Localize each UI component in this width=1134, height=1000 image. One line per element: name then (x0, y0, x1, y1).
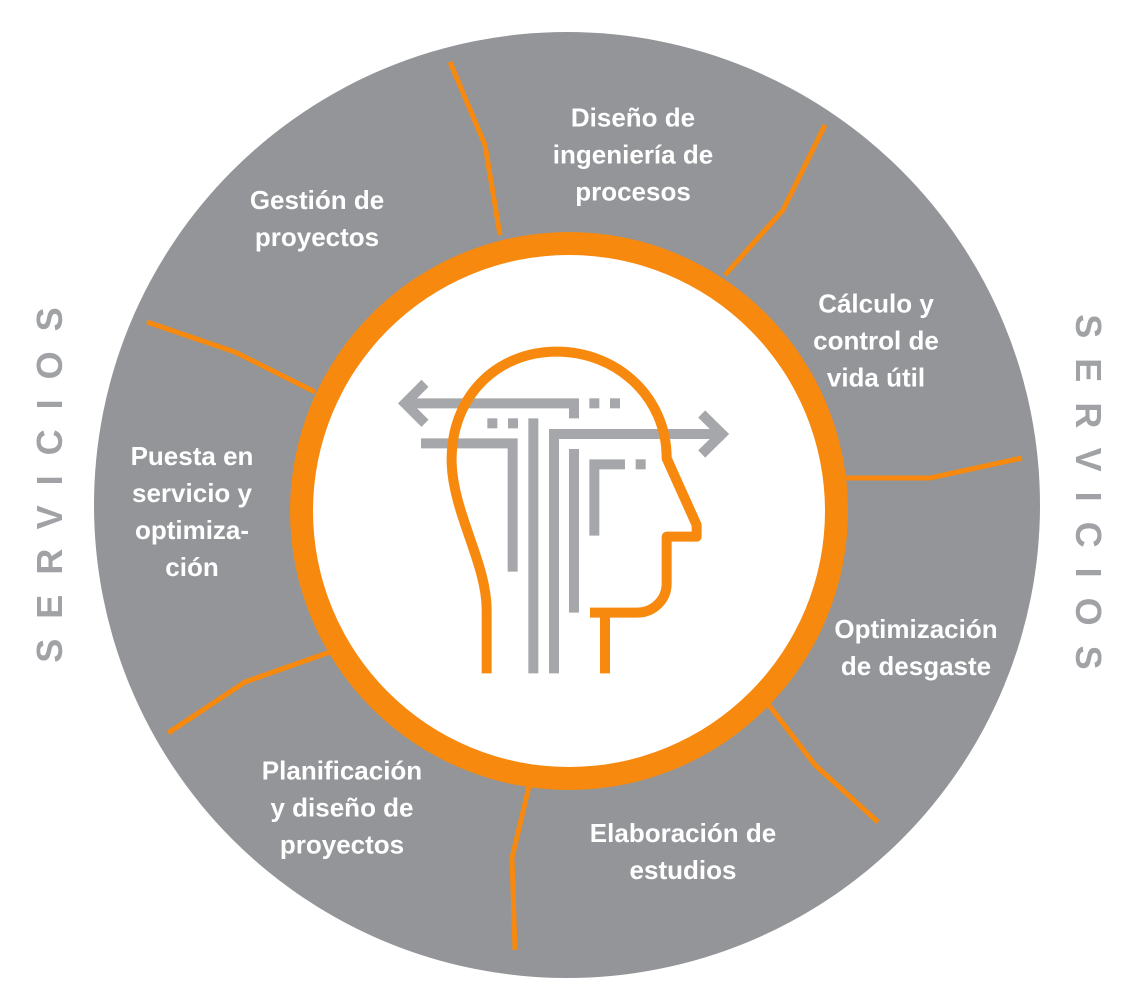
head-with-arrows-icon (397, 346, 730, 674)
divider-line (763, 698, 880, 824)
service-commissioning: Puesta en servicio y optimiza- ción (130, 441, 254, 582)
service-studies: Elaboración de estudios (589, 818, 777, 885)
service-process-engineering: Diseño de ingeniería de procesos (552, 102, 714, 207)
divider-line (146, 319, 317, 395)
service-lifetime-calculation: Cálculo y control de vida útil (813, 288, 939, 393)
divider-line (723, 123, 828, 277)
divider-line (509, 781, 533, 951)
side-title-left: SERVICIOS (29, 287, 70, 663)
service-wear-optimization: Optimización de desgaste (834, 614, 998, 681)
side-title-right: SERVICIOS (1068, 314, 1109, 690)
divider-line (166, 649, 331, 736)
service-project-planning: Planificación y diseño de proyectos (261, 755, 423, 860)
segment-dividers (146, 61, 1023, 951)
service-project-management: Gestión de proyectos (249, 185, 385, 252)
divider-line (447, 61, 503, 236)
divider-line (845, 455, 1023, 481)
